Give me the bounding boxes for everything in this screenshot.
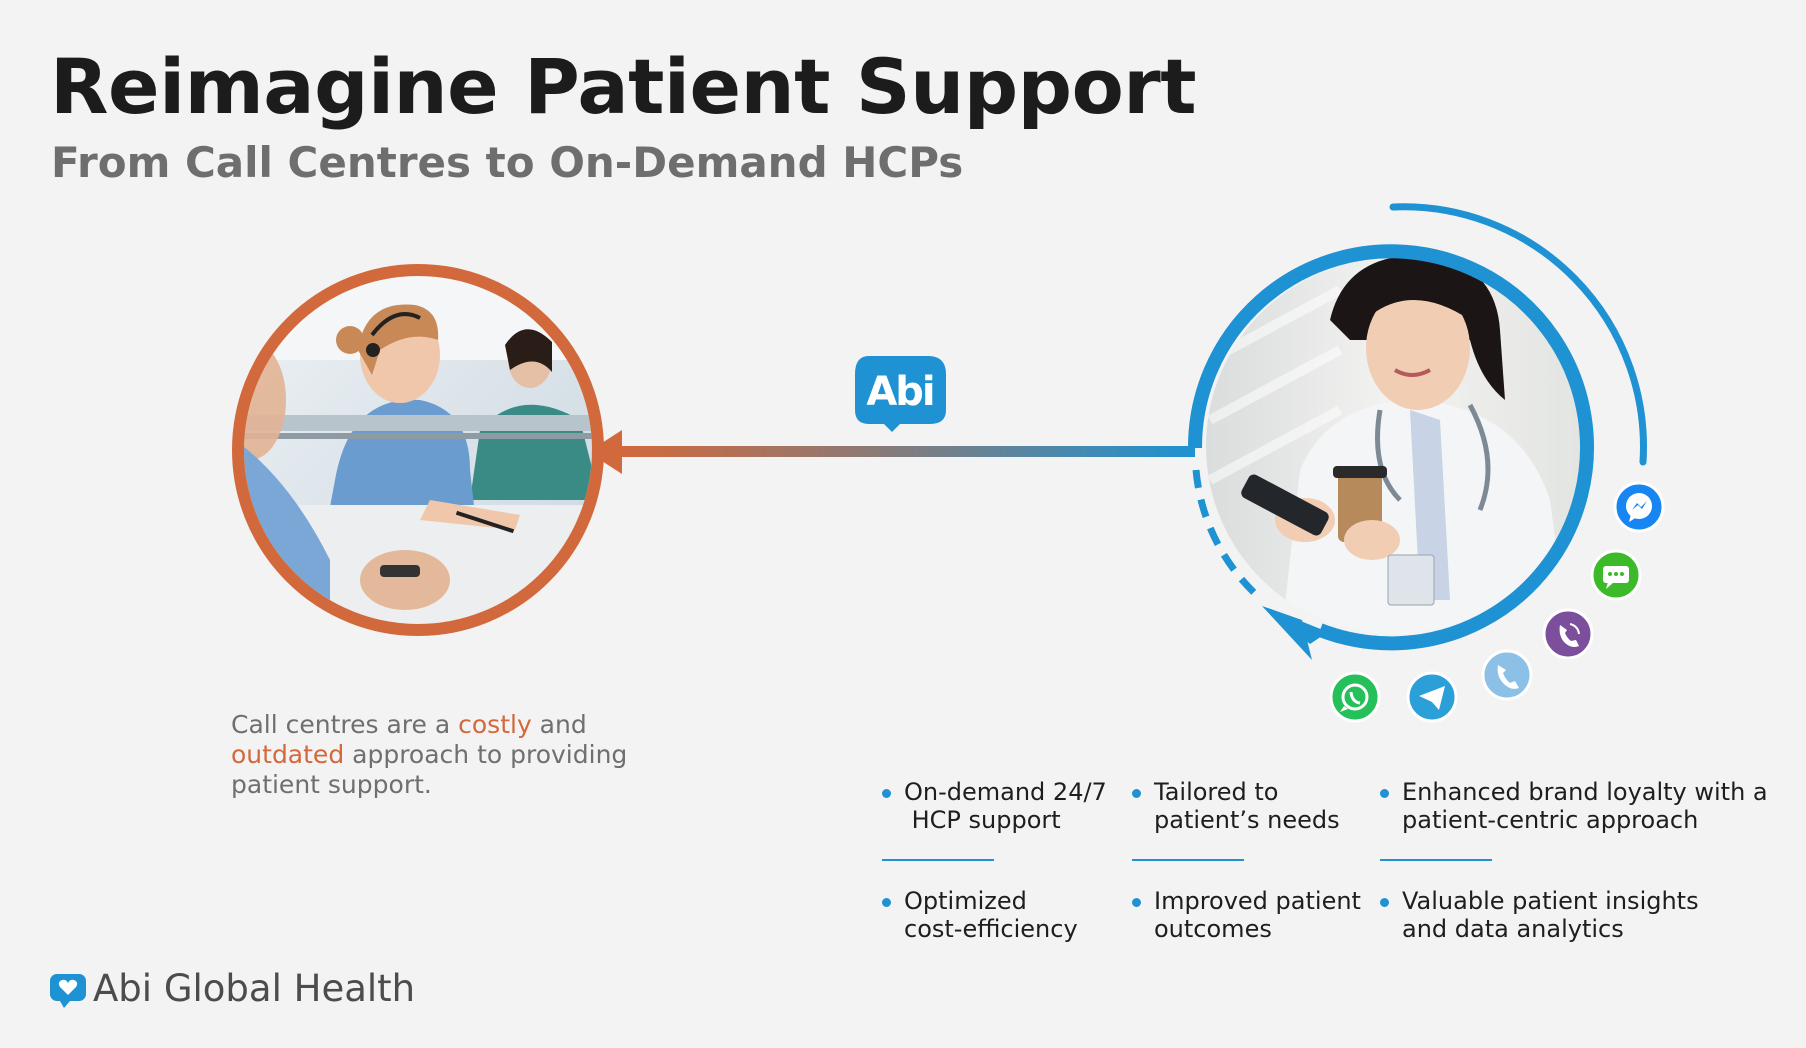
benefit-line: cost-efficiency: [904, 915, 1078, 943]
footer-brand-name: Abi Global Health: [93, 967, 416, 1010]
benefit-line: patient’s needs: [1154, 806, 1340, 834]
divider: [1380, 859, 1492, 861]
benefit-item: Enhanced brand loyalty with a patient-ce…: [1380, 778, 1768, 834]
doctor-with-phone-photo: [1187, 203, 1647, 660]
bullet-dot: [1380, 898, 1389, 907]
page-title: Reimagine Patient Support: [50, 42, 1197, 131]
benefit-line: patient-centric approach: [1402, 806, 1699, 834]
abi-logo-label: Abi: [866, 369, 933, 415]
desc-text-1: Call centres are a: [231, 710, 459, 739]
sms-icon: [1590, 549, 1642, 601]
divider: [1132, 859, 1244, 861]
divider: [882, 859, 994, 861]
telegram-icon: [1406, 671, 1458, 723]
benefit-line: HCP support: [904, 806, 1061, 834]
benefit-line: Enhanced brand loyalty with a: [1402, 778, 1768, 806]
benefit-line: Improved patient: [1154, 887, 1361, 915]
bullet-dot: [882, 789, 891, 798]
messenger-icon: [1613, 481, 1665, 533]
benefit-item: Valuable patient insights and data analy…: [1380, 887, 1699, 943]
benefit-line: Optimized: [904, 887, 1027, 915]
bullet-dot: [1380, 789, 1389, 798]
benefit-line: Tailored to: [1154, 778, 1279, 806]
benefit-item: Optimized cost-efficiency: [882, 887, 1078, 943]
benefit-item: On-demand 24/7 HCP support: [882, 778, 1107, 834]
benefit-line: On-demand 24/7: [904, 778, 1107, 806]
phone-icon: [1481, 649, 1533, 701]
connector-line: [588, 430, 1195, 474]
whatsapp-icon: [1329, 671, 1381, 723]
benefit-line: Valuable patient insights: [1402, 887, 1699, 915]
bullet-dot: [882, 898, 891, 907]
benefit-line: and data analytics: [1402, 915, 1624, 943]
viber-icon: [1542, 608, 1594, 660]
desc-highlight-costly: costly: [458, 710, 532, 739]
abi-logo-badge: Abi: [855, 356, 946, 432]
call-centre-description: Call centres are a costly and outdated a…: [231, 710, 651, 800]
benefit-item: Improved patient outcomes: [1132, 887, 1361, 943]
desc-text-3: approach to providing patient support.: [231, 740, 628, 799]
bullet-dot: [1132, 898, 1141, 907]
page-subtitle: From Call Centres to On-Demand HCPs: [51, 138, 964, 187]
call-centre-photo: [232, 264, 604, 636]
abi-heart-logo-icon: [50, 974, 86, 1008]
desc-highlight-outdated: outdated: [231, 740, 345, 769]
benefit-line: outcomes: [1154, 915, 1272, 943]
desc-text-2: and: [531, 710, 587, 739]
bullet-dot: [1132, 789, 1141, 798]
benefit-item: Tailored to patient’s needs: [1132, 778, 1340, 834]
